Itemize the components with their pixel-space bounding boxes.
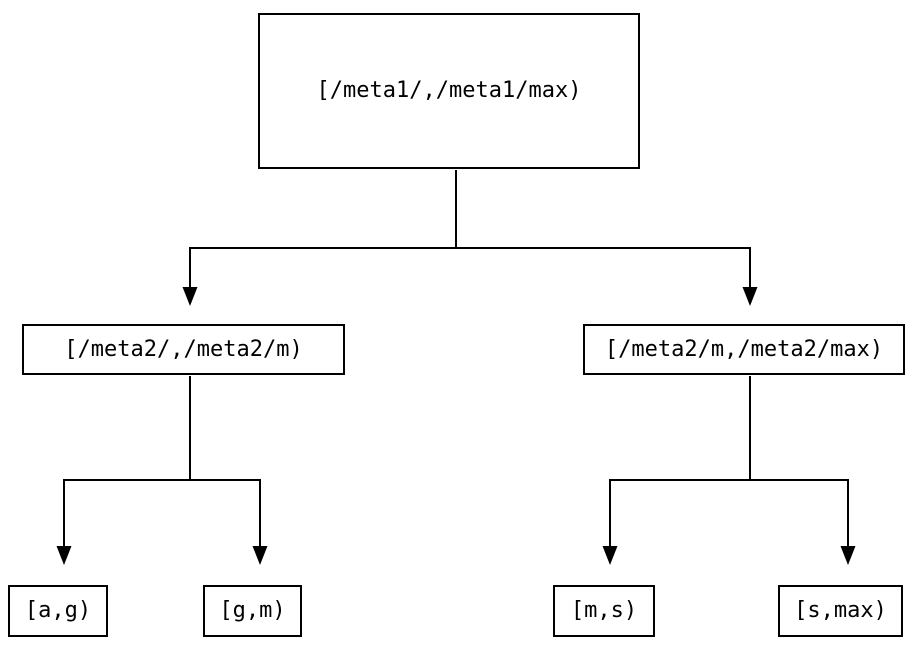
arrowhead-down-icon bbox=[742, 287, 758, 306]
tree-node-leaf-gm-label: [g,m) bbox=[219, 598, 286, 623]
edge-meta2-left-to-leaves bbox=[56, 376, 268, 565]
tree-node-meta2-left: [/meta2/,/meta2/m) bbox=[22, 324, 345, 375]
tree-node-leaf-smax-label: [s,max) bbox=[794, 598, 887, 623]
tree-node-leaf-ag: [a,g) bbox=[8, 585, 108, 637]
tree-node-meta2-right: [/meta2/m,/meta2/max) bbox=[583, 324, 905, 375]
arrowhead-down-icon bbox=[252, 546, 268, 565]
tree-node-leaf-smax: [s,max) bbox=[778, 585, 903, 637]
tree-node-meta2-left-label: [/meta2/,/meta2/m) bbox=[64, 336, 303, 362]
tree-node-root-label: [/meta1/,/meta1/max) bbox=[316, 78, 582, 103]
edge-meta2-right-to-leaves bbox=[602, 376, 856, 565]
tree-node-leaf-ms: [m,s) bbox=[553, 585, 655, 637]
tree-node-leaf-gm: [g,m) bbox=[203, 585, 302, 637]
edge-root-to-level1 bbox=[182, 170, 758, 306]
arrowhead-down-icon bbox=[840, 546, 856, 565]
tree-node-root: [/meta1/,/meta1/max) bbox=[258, 13, 640, 169]
tree-node-leaf-ag-label: [a,g) bbox=[24, 598, 92, 623]
tree-node-meta2-right-label: [/meta2/m,/meta2/max) bbox=[604, 336, 884, 362]
arrowhead-down-icon bbox=[602, 546, 618, 565]
tree-node-leaf-ms-label: [m,s) bbox=[570, 598, 638, 623]
arrowhead-down-icon bbox=[182, 287, 198, 306]
arrowhead-down-icon bbox=[56, 546, 72, 565]
